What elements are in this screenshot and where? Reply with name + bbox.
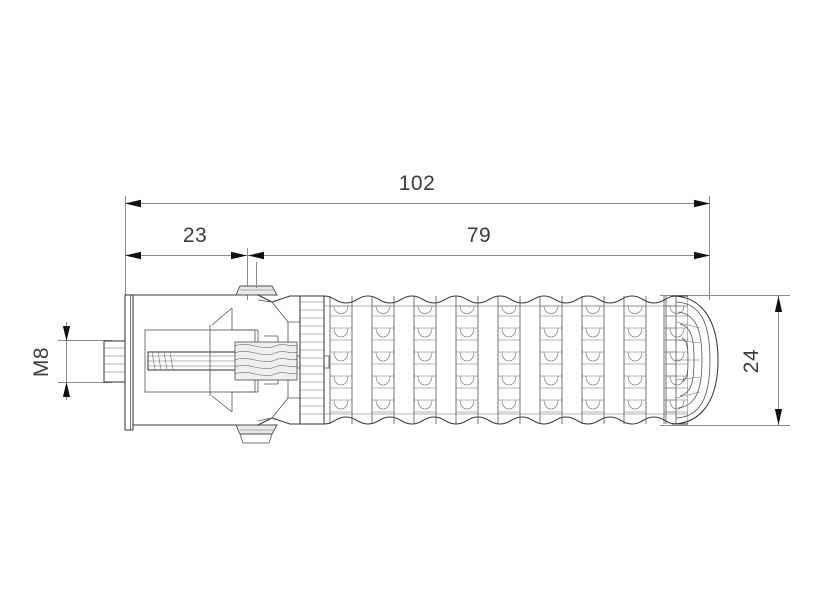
shaft-knurl-3: [163, 351, 168, 371]
shaft-knurl-group: [151, 351, 174, 371]
rib-column-7: [581, 296, 605, 424]
tab-bottom-shape: [235, 424, 278, 435]
arrowhead-79-right: [694, 251, 710, 260]
rib-3-bumps: [417, 305, 433, 410]
stud-body: [103, 340, 127, 383]
cap-seg-5: [675, 391, 701, 399]
spring-coil-3: [234, 358, 298, 362]
grip-bottom-scallop: [323, 416, 688, 425]
rib-6-edges: [539, 296, 563, 424]
collar-head: [132, 294, 301, 426]
arrowhead-24-bottom: [774, 409, 783, 425]
tab-top-shape: [235, 285, 278, 296]
cap-rib-rings: [664, 305, 676, 413]
shaft-knurl-1: [151, 351, 156, 371]
arrowhead-24-top: [774, 296, 783, 312]
spring-coil-2: [234, 351, 298, 355]
domed-end-cap: [663, 295, 719, 425]
dimension-layer: 102 23 79 M8: [30, 172, 790, 426]
flange-plate: [124, 294, 134, 431]
spring-envelope: [234, 341, 298, 381]
cap-outer-dome: [671, 295, 719, 425]
dimension-label-102: 102: [399, 172, 436, 195]
dimension-grip-length: 79: [247, 224, 710, 260]
rib-7-edges: [581, 296, 605, 424]
cap-base-rib: [663, 296, 677, 424]
head-shoulder-link: [288, 321, 300, 399]
spring-coil-1: [234, 344, 298, 348]
shaft-knurl-4: [169, 351, 174, 371]
head-taper-top: [231, 308, 258, 331]
cap-seg-1: [675, 321, 701, 329]
rib-4-bumps: [459, 305, 475, 410]
arrowhead-23-left: [125, 251, 141, 260]
rib-2-edges: [371, 296, 395, 424]
dimension-body-diameter: 24: [660, 295, 790, 426]
head-chamfer-bottom: [211, 395, 233, 413]
rib-9-edges: [665, 296, 688, 424]
rib-8-edges: [623, 296, 647, 424]
tab-bottom-foot: [239, 433, 273, 444]
mounting-flange: [124, 294, 134, 431]
arrowhead-102-left: [125, 199, 141, 208]
cap-inner-dome-2: [677, 311, 703, 409]
dimension-label-23: 23: [183, 224, 207, 247]
internal-spring: [234, 341, 330, 381]
transition-block: [299, 295, 325, 425]
shaft-knurl-2: [157, 351, 162, 371]
grip-top-scallop: [323, 295, 688, 304]
cap-rib-edges: [663, 296, 677, 424]
dimension-label-79: 79: [467, 224, 491, 247]
rib-column-6: [539, 296, 563, 424]
head-chamfer-top: [211, 307, 233, 326]
transition-body: [299, 295, 325, 425]
dimension-head-length: 23: [125, 224, 248, 260]
arrowhead-79-left: [248, 251, 264, 260]
arrowhead-23-right: [231, 251, 247, 260]
part-geometry-layer: [103, 262, 719, 444]
arrowhead-102-right: [694, 199, 710, 208]
m8-threaded-stud: [103, 340, 127, 383]
arrowhead-m8-top: [62, 326, 71, 341]
grip-longitudinal-lines: [324, 305, 688, 415]
rib-4-edges: [455, 296, 479, 424]
cap-seg-2: [675, 339, 701, 344]
spring-coil-5: [234, 372, 298, 376]
cap-seg-4: [675, 376, 701, 381]
retaining-tab-bottom: [235, 424, 278, 444]
rib-5-bumps: [501, 305, 517, 410]
rib-1-edges: [329, 296, 353, 424]
rib-2-bumps: [375, 305, 391, 410]
rib-6-bumps: [543, 305, 559, 410]
rib-column-1: [329, 296, 353, 424]
dimension-label-m8: M8: [30, 347, 53, 377]
rib-3-edges: [413, 296, 437, 424]
cap-inner-dome-1: [675, 301, 711, 419]
rib-9-bumps: [669, 305, 685, 410]
dimension-label-24: 24: [740, 349, 763, 373]
rib-1-bumps: [333, 305, 349, 410]
ribbed-grip-body: [323, 295, 688, 425]
rib-5-edges: [497, 296, 521, 424]
retaining-tab-top: [235, 262, 278, 296]
dimension-overall-length: 102: [125, 172, 710, 208]
spring-coil-4: [234, 365, 298, 369]
transition-hatch-group: [300, 301, 324, 415]
rib-7-bumps: [585, 305, 601, 410]
head-taper-bottom: [231, 391, 258, 412]
cap-segment-marks: [675, 321, 701, 399]
dimension-thread-size: M8: [30, 322, 112, 400]
rib-8-bumps: [627, 305, 643, 410]
arrowhead-m8-bottom: [62, 382, 71, 397]
